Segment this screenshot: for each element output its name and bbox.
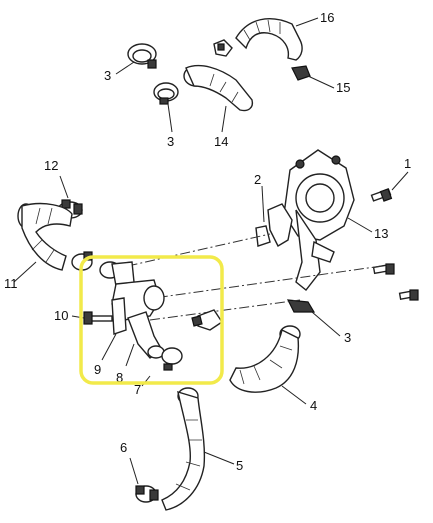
- callout-3-lower: 3: [167, 134, 174, 149]
- callout-12: 12: [44, 158, 58, 173]
- callout-3-right: 3: [344, 330, 351, 345]
- clamp-6: [135, 485, 159, 503]
- leader-6: [129, 457, 139, 485]
- highlight-box: [79, 255, 224, 385]
- leader-8: [125, 343, 135, 367]
- leader-16: [295, 17, 319, 27]
- hose-11: [17, 202, 73, 271]
- leader-14: [221, 105, 227, 133]
- callout-11: 11: [4, 276, 18, 291]
- clip-3-right: [286, 299, 316, 313]
- callout-4: 4: [310, 398, 317, 413]
- callout-14: 14: [214, 134, 228, 149]
- bolt-10: [83, 311, 113, 325]
- clip-bracket-top: [213, 39, 233, 57]
- bolt-right-mid: [372, 263, 395, 275]
- hose-14: [183, 64, 254, 112]
- centerline-lower: [149, 299, 301, 321]
- leader-15: [307, 75, 335, 89]
- clip-center: [191, 309, 223, 331]
- callout-1: 1: [404, 156, 411, 171]
- pump-housing-2: [283, 149, 355, 291]
- hose-4: [229, 325, 301, 393]
- clip-15: [291, 65, 311, 81]
- leader-13: [261, 185, 265, 223]
- leader-11: [13, 261, 37, 283]
- clamp-7: [161, 347, 183, 371]
- callout-15: 15: [336, 80, 350, 95]
- leader-12: [59, 175, 69, 199]
- callout-10: 10: [54, 308, 68, 323]
- callout-2: 13: [374, 226, 388, 241]
- leader-5: [203, 451, 235, 465]
- callout-13: 2: [254, 172, 261, 187]
- thermostat-housing-8: [99, 261, 165, 359]
- bolt-right-low: [398, 289, 419, 301]
- hose-16: [235, 18, 303, 61]
- leader-4: [281, 385, 307, 405]
- callout-5: 5: [236, 458, 243, 473]
- clamp-3-lower: [153, 82, 179, 105]
- callout-8: 8: [116, 370, 123, 385]
- leader-1: [391, 171, 409, 191]
- hose-5: [161, 387, 206, 511]
- bracket-13: [255, 203, 293, 247]
- leader-3-upper: [115, 61, 135, 75]
- leader-9: [101, 333, 117, 361]
- centerline-middle: [139, 265, 383, 301]
- leader-2: [347, 217, 373, 233]
- bolt-1: [370, 188, 393, 202]
- clamp-3-upper: [127, 43, 157, 69]
- leader-3-lower: [167, 103, 173, 133]
- callout-7: 7: [134, 382, 141, 397]
- callout-16: 16: [320, 10, 334, 25]
- callout-3-upper: 3: [104, 68, 111, 83]
- gasket-9: [111, 297, 127, 335]
- leader-3-right: [311, 311, 341, 337]
- callout-6: 6: [120, 440, 127, 455]
- centerline-upper: [109, 233, 271, 271]
- callout-9: 9: [94, 362, 101, 377]
